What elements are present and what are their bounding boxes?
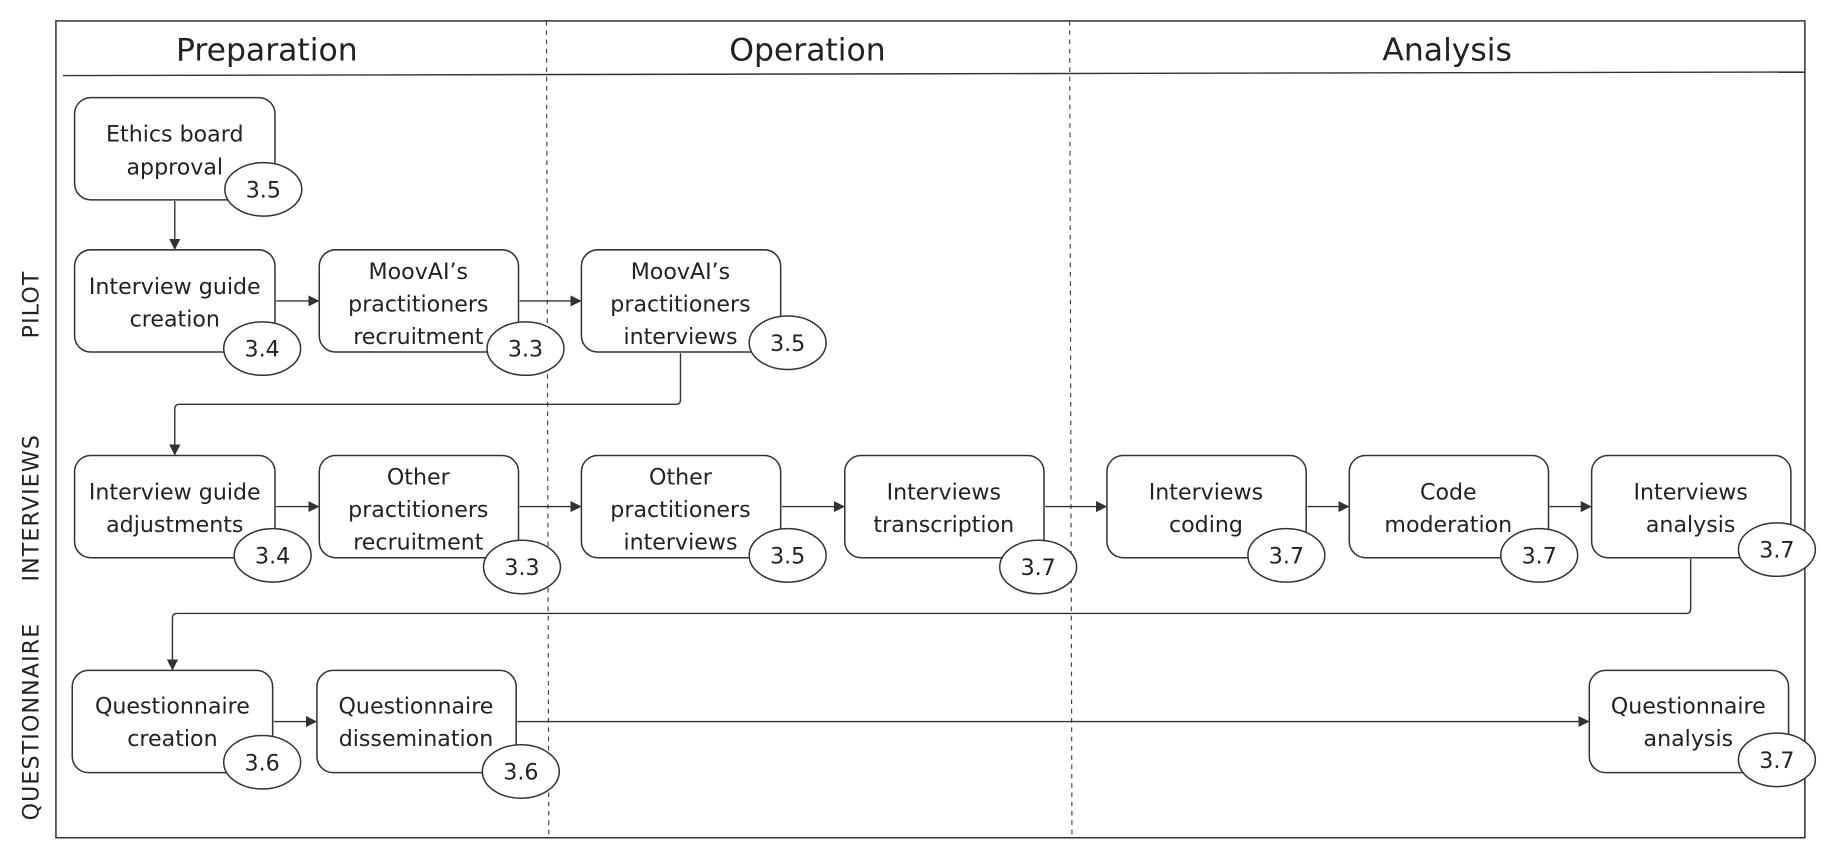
lane-pilot: PILOT	[18, 270, 44, 338]
svg-text:3.7: 3.7	[1021, 555, 1056, 581]
section-badge	[486, 321, 565, 377]
svg-text:3.6: 3.6	[245, 750, 280, 776]
svg-text:3.5: 3.5	[770, 331, 805, 357]
section-badge	[998, 539, 1078, 595]
lane-questionnaire: QUESTIONNAIRE	[18, 623, 44, 821]
svg-text:3.5: 3.5	[770, 544, 805, 570]
diagram-frame	[55, 20, 1806, 839]
svg-text:3.3: 3.3	[508, 337, 543, 363]
section-badge	[224, 161, 303, 217]
arrow	[166, 558, 1692, 671]
section-badge	[1737, 522, 1817, 578]
section-badge	[748, 315, 827, 371]
svg-text:3.3: 3.3	[504, 555, 539, 581]
section-badge	[1247, 527, 1326, 583]
svg-text:3.4: 3.4	[255, 544, 290, 570]
phase-analysis: Analysis	[1382, 32, 1512, 68]
arrow	[169, 353, 682, 456]
svg-text:3.5: 3.5	[246, 178, 281, 204]
section-badge	[1737, 732, 1817, 788]
connectors	[166, 201, 1692, 728]
svg-text:3.7: 3.7	[1759, 748, 1794, 774]
section-badge	[233, 527, 312, 583]
svg-text:3.7: 3.7	[1759, 538, 1794, 564]
section-badge	[1499, 527, 1579, 583]
phase-preparation: Preparation	[176, 32, 358, 68]
header-divider	[62, 71, 1805, 77]
svg-text:3.6: 3.6	[503, 760, 538, 786]
svg-text:3.4: 3.4	[245, 337, 280, 363]
lane-interviews: INTERVIEWS	[18, 434, 44, 582]
section-badge	[481, 744, 561, 799]
svg-text:3.7: 3.7	[1269, 544, 1304, 570]
phase-operation: Operation	[729, 32, 886, 68]
section-badge	[222, 321, 302, 377]
phase-divider	[545, 20, 550, 838]
section-badge	[482, 539, 562, 595]
section-badge	[222, 734, 302, 790]
svg-text:3.7: 3.7	[1522, 544, 1557, 570]
section-badge	[748, 527, 827, 583]
phase-divider	[1069, 20, 1073, 838]
